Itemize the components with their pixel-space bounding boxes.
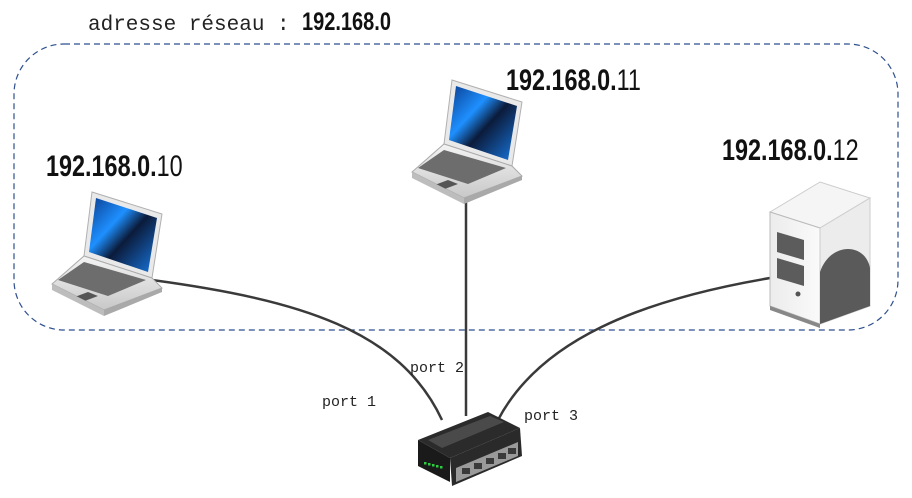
laptop-icon[interactable] [51, 191, 163, 317]
ip-prefix: 192.168.0. [506, 64, 617, 97]
network-address-title: adresse réseau : 192.168.0 [88, 8, 413, 37]
port-label: port 1 [322, 394, 377, 411]
network-address-label: adresse réseau : [88, 14, 290, 37]
cable-port-3 [496, 276, 771, 421]
host-ip-label: 192.168.0.10 [46, 150, 183, 184]
host-ip-label: 192.168.0.12 [722, 134, 859, 168]
network-zone-border [13, 43, 899, 331]
switch-icon[interactable] [418, 412, 522, 486]
ip-prefix: 192.168.0. [722, 134, 833, 167]
server-icon[interactable] [768, 181, 872, 328]
cable-port-1 [151, 278, 444, 421]
laptop-icon[interactable] [411, 79, 523, 205]
ip-host-part: 11 [616, 64, 641, 97]
port-label: port 2 [410, 360, 465, 377]
host-ip-label: 192.168.0.11 [506, 64, 641, 98]
network-address-value: 192.168.0 [302, 8, 392, 36]
port-label: port 3 [524, 408, 579, 425]
ip-prefix: 192.168.0. [46, 150, 157, 183]
ip-host-part: 10 [156, 150, 183, 183]
ip-host-part: 12 [832, 134, 859, 167]
